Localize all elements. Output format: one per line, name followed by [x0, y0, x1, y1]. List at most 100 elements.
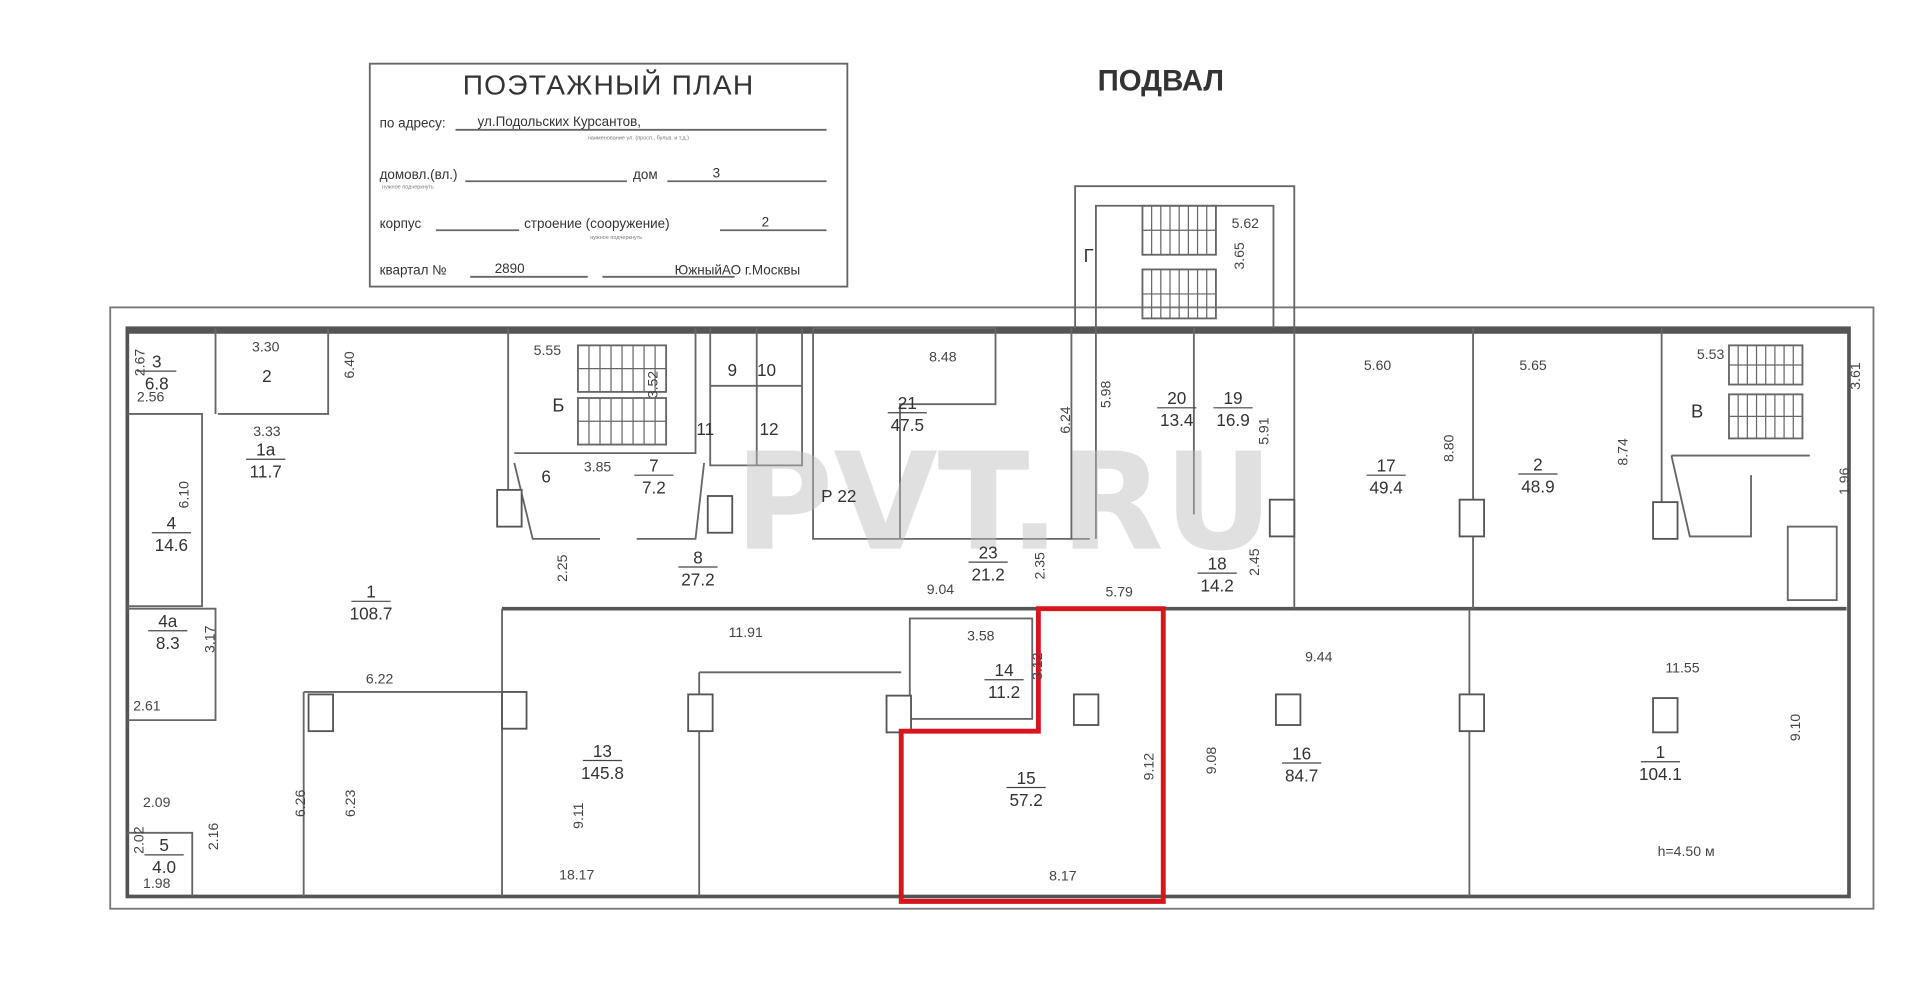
room-number: 19 — [1224, 388, 1243, 408]
room-area: 57.2 — [1009, 790, 1042, 810]
title-block: ПОЭТАЖНЫЙ ПЛАН по адресу: ул.Подольских … — [368, 62, 849, 288]
room-number: 20 — [1167, 388, 1186, 408]
dimension-label: 1.98 — [143, 875, 171, 891]
dimension-label: 5.62 — [1232, 215, 1260, 231]
room-10[interactable]: 9 — [727, 360, 737, 380]
address-value: ул.Подольских Курсантов, — [478, 114, 641, 129]
dimension-label: 9.10 — [1787, 714, 1803, 742]
dom-label: дом — [633, 167, 658, 182]
stair-label: В — [1691, 401, 1703, 422]
staircase: Б — [552, 344, 668, 446]
staircases: Б Г В — [552, 204, 1804, 446]
dimension-label: 8.80 — [1440, 434, 1456, 462]
room-15[interactable]: Р 22 — [821, 486, 856, 506]
dimension-label: 2.67 — [131, 349, 147, 377]
dimension-label: 5.65 — [1519, 357, 1547, 373]
dimension-label: 2.09 — [143, 794, 171, 810]
dimension-label: 6.23 — [342, 790, 358, 818]
dimension-label: 5.98 — [1098, 380, 1114, 408]
dimension-label: 9.44 — [1305, 648, 1333, 664]
room-number: 18 — [1208, 553, 1227, 573]
korpus-label: корпус — [380, 216, 422, 231]
dimension-label: 9.04 — [927, 581, 955, 597]
room-area: 48.9 — [1521, 476, 1554, 496]
room-1[interactable]: 2 — [262, 366, 272, 386]
dimension-label: 5.91 — [1256, 417, 1272, 445]
room-7[interactable]: 6 — [541, 467, 551, 487]
ceiling-height: h=4.50 м — [1658, 843, 1715, 859]
dimension-label: 6.22 — [366, 670, 394, 686]
dimension-label: 3.52 — [645, 371, 661, 399]
room-number: 1 — [366, 582, 376, 602]
dom-value: 3 — [713, 166, 720, 181]
room-number: 14 — [995, 660, 1015, 680]
room-21[interactable]: 248.9 — [1518, 454, 1558, 496]
dimension-label: 9.11 — [570, 802, 586, 829]
dimension-label: 3.58 — [967, 628, 995, 644]
dimension-label: 5.79 — [1105, 583, 1133, 599]
address-label: по адресу: — [380, 115, 446, 130]
room-number: 23 — [979, 542, 998, 562]
dimension-label: 9.08 — [1203, 747, 1219, 775]
room-12[interactable]: 11 — [696, 419, 714, 439]
room-area: 145.8 — [581, 763, 624, 783]
room-number: 15 — [1017, 768, 1036, 788]
room-number: 6 — [541, 467, 551, 487]
room-area: 108.7 — [350, 604, 393, 624]
room-number: 1 — [1656, 742, 1666, 762]
room-area: 47.5 — [891, 415, 924, 435]
room-number: 2 — [262, 366, 272, 386]
watermark: PVT.RU — [735, 424, 1274, 581]
room-area: 104.1 — [1639, 764, 1682, 784]
dimension-label: 1.96 — [1836, 467, 1852, 495]
room-9[interactable]: 827.2 — [678, 547, 718, 589]
room-8[interactable]: 77.2 — [634, 456, 674, 498]
room-area: 11.2 — [988, 682, 1020, 702]
room-6[interactable]: 54.0 — [144, 835, 184, 877]
dimension-label: 18.17 — [559, 866, 594, 882]
dimension-label: 11.55 — [1665, 659, 1699, 675]
dimension-label: 2.45 — [1246, 548, 1262, 576]
floor-heading: ПОДВАЛ — [1098, 65, 1224, 98]
dimension-label: 3.30 — [252, 338, 280, 354]
dimension-label: 5.60 — [1364, 357, 1392, 373]
dimension-label: 6.10 — [176, 481, 192, 509]
stair-label: Г — [1084, 245, 1094, 266]
room-number: 3 — [152, 351, 162, 371]
room-number: 2 — [1533, 454, 1543, 474]
room-area: 13.4 — [1160, 410, 1194, 430]
address-hint: наименование ул. (просп., бульв. и т.д.) — [588, 136, 689, 142]
stroenie-hint: нужное подчеркнуть — [590, 235, 642, 241]
dimension-label: 2.02 — [130, 826, 146, 854]
room-11[interactable]: 10 — [757, 360, 776, 380]
room-area: 49.4 — [1369, 478, 1403, 498]
room-3[interactable]: 414.6 — [151, 513, 192, 555]
dimension-label: 2.56 — [137, 389, 165, 405]
room-13[interactable]: 12 — [759, 419, 778, 439]
dimension-label: 5.55 — [534, 342, 562, 358]
room-number: 12 — [759, 419, 778, 439]
room-4[interactable]: 4а8.3 — [148, 611, 188, 653]
dimension-label: 3.33 — [253, 423, 281, 439]
room-number: 4а — [158, 611, 178, 631]
dimension-label: 8.48 — [929, 348, 957, 364]
dimension-label: 6.26 — [292, 790, 308, 818]
room-0[interactable]: 36.8 — [137, 351, 177, 393]
staircase: В — [1691, 344, 1804, 440]
room-number: 11 — [696, 419, 714, 439]
dimension-label: 9.12 — [1140, 753, 1156, 781]
dimension-label: 2.35 — [1031, 552, 1047, 580]
